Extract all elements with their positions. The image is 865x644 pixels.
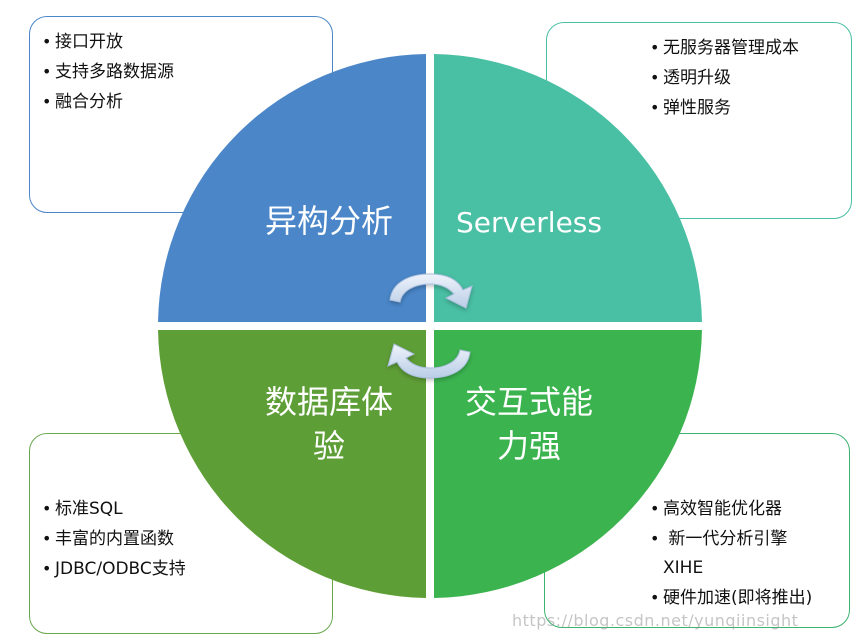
quadrant-label-interactive-line1: 交互式能 <box>465 383 593 421</box>
quadrant-label-serverless: Serverless <box>456 206 602 239</box>
bullet-list: 标准SQL 丰富的内置函数 JDBC/ODBC支持 <box>42 494 332 584</box>
quadrant-bottom-left <box>158 330 426 598</box>
list-item: 标准SQL <box>42 494 332 524</box>
list-item: 透明升级 <box>650 63 851 93</box>
quadrant-top-left <box>158 54 426 322</box>
quadrant-label-database-line1: 数据库体 <box>265 383 393 421</box>
list-item: 融合分析 <box>42 87 332 117</box>
cycle-arrows-icon <box>387 273 473 379</box>
list-item: 弹性服务 <box>650 93 851 123</box>
quadrant-top-right <box>434 54 702 322</box>
list-item: 无服务器管理成本 <box>650 33 851 63</box>
list-item: 硬件加速(即将推出) <box>650 583 849 613</box>
arrow-lower <box>387 343 471 379</box>
quadrant-label-interactive-line2: 力强 <box>497 427 561 465</box>
bullet-list: 接口开放 支持多路数据源 融合分析 <box>42 27 332 117</box>
bullet-list: 高效智能优化器 新一代分析引擎 XIHE 硬件加速(即将推出) <box>650 494 849 613</box>
list-item: 接口开放 <box>42 27 332 57</box>
list-item: 高效智能优化器 <box>650 494 849 524</box>
list-item: 支持多路数据源 <box>42 57 332 87</box>
list-item: 丰富的内置函数 <box>42 524 332 554</box>
quadrant-label-heterogeneous: 异构分析 <box>265 202 393 240</box>
list-item: 新一代分析引擎 XIHE <box>650 524 849 583</box>
arrow-upper <box>389 273 473 309</box>
quadrant-label-database-line2: 验 <box>313 427 345 465</box>
quadrant-bottom-right <box>434 330 702 598</box>
bullet-list: 无服务器管理成本 透明升级 弹性服务 <box>650 33 851 123</box>
watermark: https://blog.csdn.net/yunqiinsight <box>512 611 799 630</box>
list-item: JDBC/ODBC支持 <box>42 554 332 584</box>
list-item-continuation: XIHE <box>663 558 704 578</box>
